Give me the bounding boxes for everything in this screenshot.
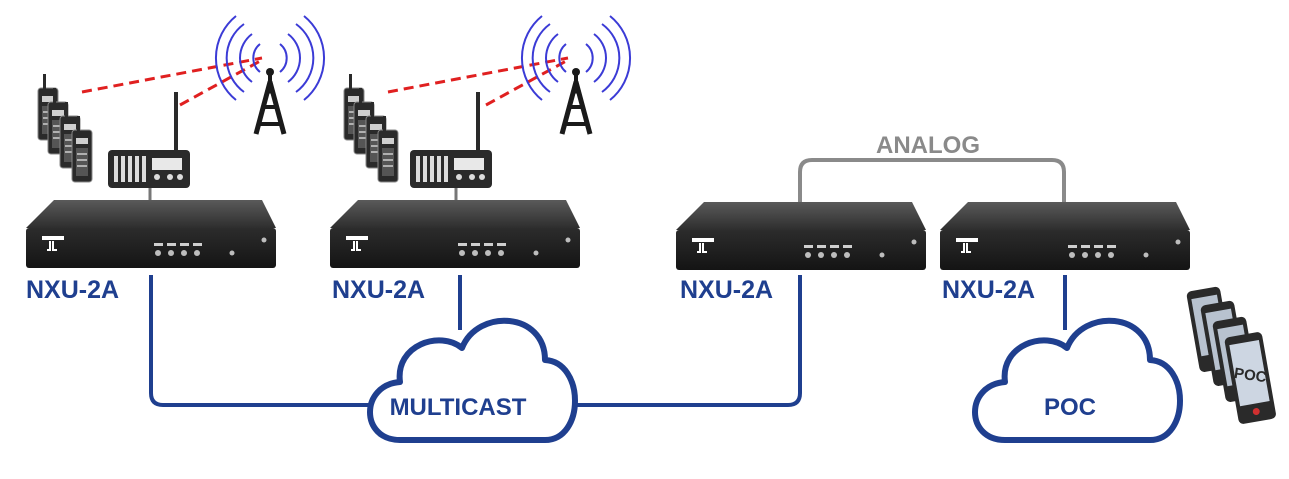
nxu-device-icon (25, 199, 277, 269)
mobile-radio-icon (106, 90, 192, 212)
device-label: NXU-2A (680, 276, 774, 304)
device-label: NXU-2A (26, 276, 120, 304)
multicast-link-right (548, 275, 802, 407)
multicast-link-left (149, 275, 372, 407)
mobile-radio-icon (408, 90, 494, 212)
analog-link-label: ANALOG (876, 132, 980, 159)
radio-tower-icon (520, 15, 632, 134)
multicast-cloud (367, 317, 578, 443)
multicast-cloud-label: MULTICAST (389, 394, 527, 421)
device-label: NXU-2A (332, 276, 426, 304)
nxu-device-icon (329, 199, 581, 269)
smartphones-icon (1186, 286, 1276, 424)
nxu-device-icon (939, 201, 1191, 271)
device-label: NXU-2A (942, 276, 1036, 304)
rf-links-site-1 (81, 56, 263, 107)
rf-links-site-2 (387, 56, 569, 107)
poc-cloud-label: POC (1043, 394, 1096, 421)
radio-tower-icon (214, 15, 326, 134)
analog-link (798, 158, 1066, 212)
poc-cloud (972, 317, 1183, 443)
phone-screen-label: POC (1232, 364, 1268, 387)
nxu-device-icon (675, 201, 927, 271)
